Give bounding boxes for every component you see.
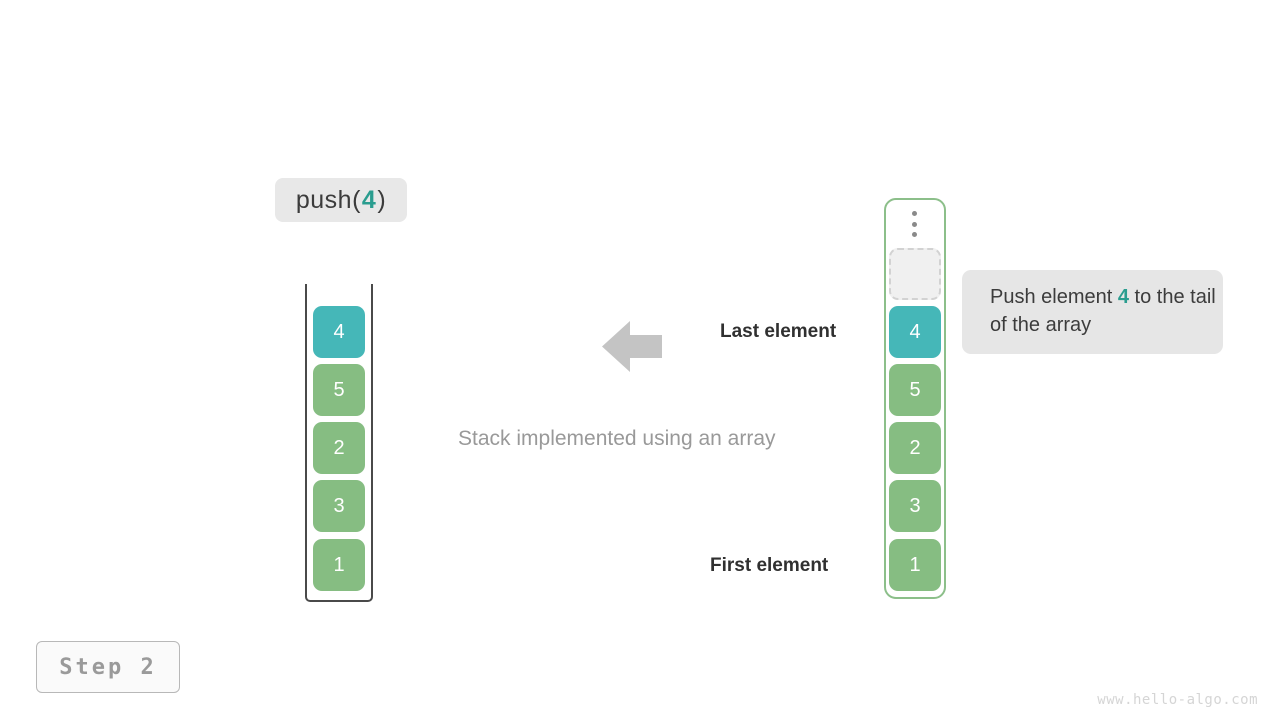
vertical-ellipsis-icon [910,211,918,237]
ellipsis-dot [911,232,917,237]
stack-left-block-1: 5 [313,364,365,416]
ellipsis-dot [911,221,917,227]
block-value: 1 [333,553,345,576]
callout-text-before: Push element [990,286,1118,308]
stack-left-block-2: 2 [313,422,365,474]
operation-suffix: ) [377,185,387,214]
array-stack-container [884,198,946,599]
block-value: 4 [909,320,921,343]
stack-right-block-5: 1 [889,539,941,591]
left-arrow-icon [602,321,662,372]
callout-text-after: to the tail of the array [990,286,1216,336]
stack-left-block-0: 4 [313,306,365,358]
stack-left-block-4: 1 [313,539,365,591]
stack-right-block-3: 2 [889,422,941,474]
ellipsis-dot [911,211,917,216]
abstract-stack-container [305,284,373,602]
stack-right-empty-slot [889,248,941,300]
stack-left-block-3: 3 [313,480,365,532]
diagram-caption: Stack implemented using an array [458,427,776,450]
operation-label: push(4) [275,178,407,222]
block-value: 4 [333,320,345,343]
block-value: 5 [909,378,921,401]
block-value: 3 [333,494,345,517]
block-value: 3 [909,494,921,517]
stack-right-block-2: 5 [889,364,941,416]
stack-right-block-4: 3 [889,480,941,532]
block-value: 1 [909,553,921,576]
block-value: 2 [909,436,921,459]
callout-box: Push element 4 to the tail of the array [962,270,1223,354]
step-badge: Step 2 [36,641,180,693]
block-value: 2 [333,436,345,459]
block-value: 5 [333,378,345,401]
operation-argument: 4 [361,185,377,214]
last-element-label: Last element [720,321,837,342]
first-element-label: First element [710,555,829,576]
stack-right-block-1: 4 [889,306,941,358]
callout-highlight-value: 4 [1117,286,1129,308]
operation-prefix: push( [295,185,361,214]
watermark: www.hello-algo.com [1097,692,1258,708]
